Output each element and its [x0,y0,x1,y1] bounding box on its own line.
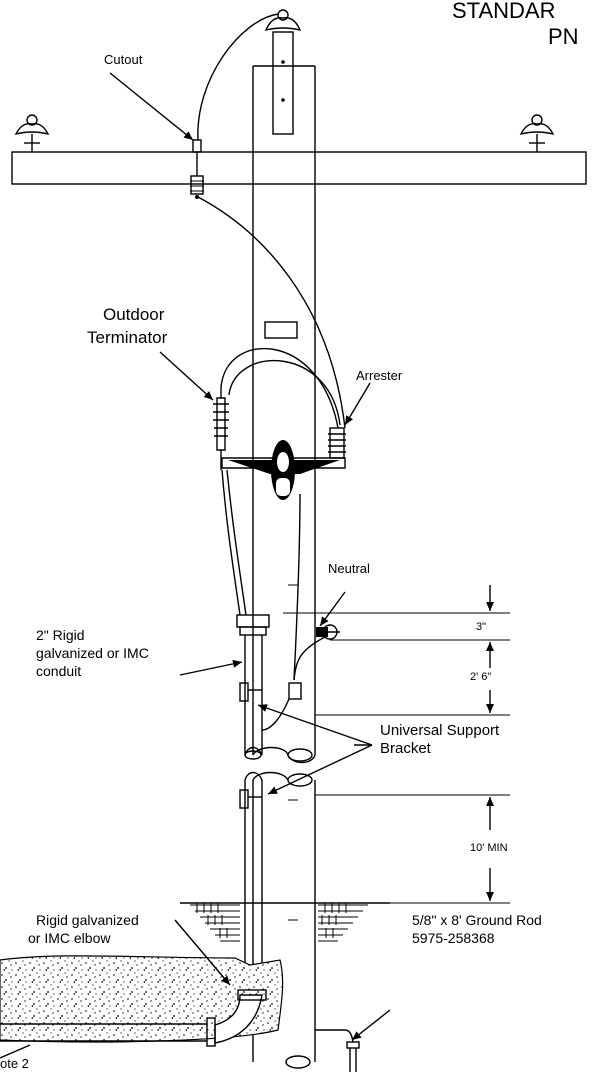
neutral-spool-icon [316,624,340,640]
label-bracket-2: Bracket [380,740,432,757]
label-elbow-1: Rigid galvanized [36,912,139,928]
cutout-icon [190,139,204,199]
left-insulator-icon [14,114,50,152]
pole-top-insulator-icon [264,9,302,135]
label-arrester: Arrester [356,368,403,383]
dimension-2ft6in: 2' 6" [470,671,491,683]
terminator-bracket [221,440,346,500]
pole-tag [264,321,298,339]
label-note: ote 2 [0,1056,29,1071]
label-ground-rod-2: 5975-258368 [412,930,495,946]
right-insulator-icon [519,114,555,152]
dimension-lines [283,585,510,904]
label-neutral: Neutral [328,561,370,576]
ground-rod-icon [315,1029,360,1072]
label-cutout: Cutout [104,52,143,67]
dimension-10ft-min: 10' MIN [470,842,508,854]
cross-arm [11,114,587,185]
leader-lines [0,72,391,1059]
label-conduit-1: 2" Rigid [36,627,85,643]
drawing-title: STANDAR [452,0,556,23]
label-outdoor-terminator-2: Terminator [87,328,168,347]
ground-connector [288,682,302,700]
label-elbow-2: or IMC elbow [28,930,111,946]
label-conduit-2: galvanized or IMC [36,645,149,661]
label-bracket-1: Universal Support [380,722,500,739]
label-outdoor-terminator-1: Outdoor [103,305,165,324]
dimension-3in: 3" [476,621,486,633]
drawing-title-line2: PN [548,24,579,49]
label-ground-rod-1: 5/8" x 8' Ground Rod [412,912,542,928]
ground-level [180,902,390,942]
conduit-elbow [0,989,267,1047]
outdoor-terminator-icon [213,388,229,470]
label-conduit-3: conduit [36,663,81,679]
arrester-icon [328,427,346,459]
